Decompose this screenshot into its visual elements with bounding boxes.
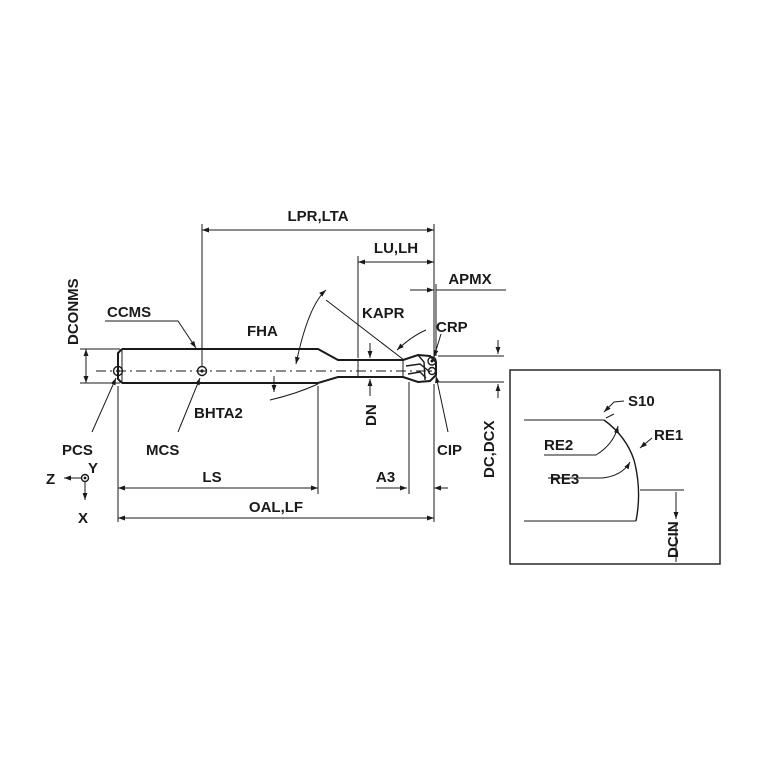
- leader-mcs: [177, 377, 201, 433]
- dim-apmx: [410, 284, 506, 356]
- angle-bhta2: [269, 376, 319, 401]
- label-s10: S10: [628, 393, 655, 410]
- label-fha: FHA: [247, 323, 278, 340]
- label-cip: CIP: [437, 442, 462, 459]
- label-apmx: APMX: [448, 271, 491, 288]
- axis-symbol: [64, 473, 90, 500]
- label-re3: RE3: [550, 471, 579, 488]
- label-dconms: DCONMS: [65, 278, 82, 345]
- label-ccms: CCMS: [107, 304, 151, 321]
- label-bhta2: BHTA2: [194, 405, 243, 422]
- label-dn: DN: [363, 404, 380, 426]
- label-crp: CRP: [436, 319, 468, 336]
- dim-dcin: [640, 489, 684, 562]
- label-lu-lh: LU,LH: [374, 240, 418, 257]
- label-mcs: MCS: [146, 442, 179, 459]
- label-lpr-lta: LPR,LTA: [287, 208, 348, 225]
- label-re1: RE1: [654, 427, 683, 444]
- leader-re2: [544, 425, 619, 456]
- cip-point: [427, 366, 437, 376]
- label-oal-lf: OAL,LF: [249, 499, 303, 516]
- angle-fha: [295, 289, 327, 365]
- label-kapr: KAPR: [362, 305, 405, 322]
- leader-pcs: [91, 377, 117, 433]
- label-a3: A3: [376, 469, 395, 486]
- leader-re1: [639, 437, 653, 449]
- axis-label-x: X: [78, 510, 88, 527]
- leader-crp: [433, 333, 442, 358]
- label-ls: LS: [202, 469, 221, 486]
- kapr-reference-line: [325, 299, 405, 361]
- detail-inset-frame: [509, 369, 721, 565]
- angle-kapr: [396, 329, 427, 351]
- detail-profile: [524, 413, 640, 522]
- dim-ls: [117, 386, 319, 522]
- label-dcin: DCIN: [665, 521, 682, 558]
- leader-s10: [603, 400, 625, 413]
- mcs-point: [196, 365, 208, 377]
- axis-label-z: Z: [46, 471, 55, 488]
- dim-a3: [376, 382, 448, 522]
- label-dc-dcx: DC,DCX: [481, 420, 498, 478]
- label-pcs: PCS: [62, 442, 93, 459]
- pcs-point: [112, 365, 124, 377]
- dim-dc-dcx: [438, 340, 504, 398]
- label-re2: RE2: [544, 437, 573, 454]
- dim-dn: [364, 343, 378, 396]
- leader-ccms: [105, 320, 197, 349]
- tool-outline: [117, 348, 437, 384]
- dim-lu-lh: [357, 256, 434, 358]
- axis-label-y: Y: [88, 460, 98, 477]
- leader-re3: [548, 461, 631, 479]
- dim-dconms: [80, 348, 120, 384]
- leader-cip: [435, 375, 449, 433]
- crp-point: [427, 356, 437, 366]
